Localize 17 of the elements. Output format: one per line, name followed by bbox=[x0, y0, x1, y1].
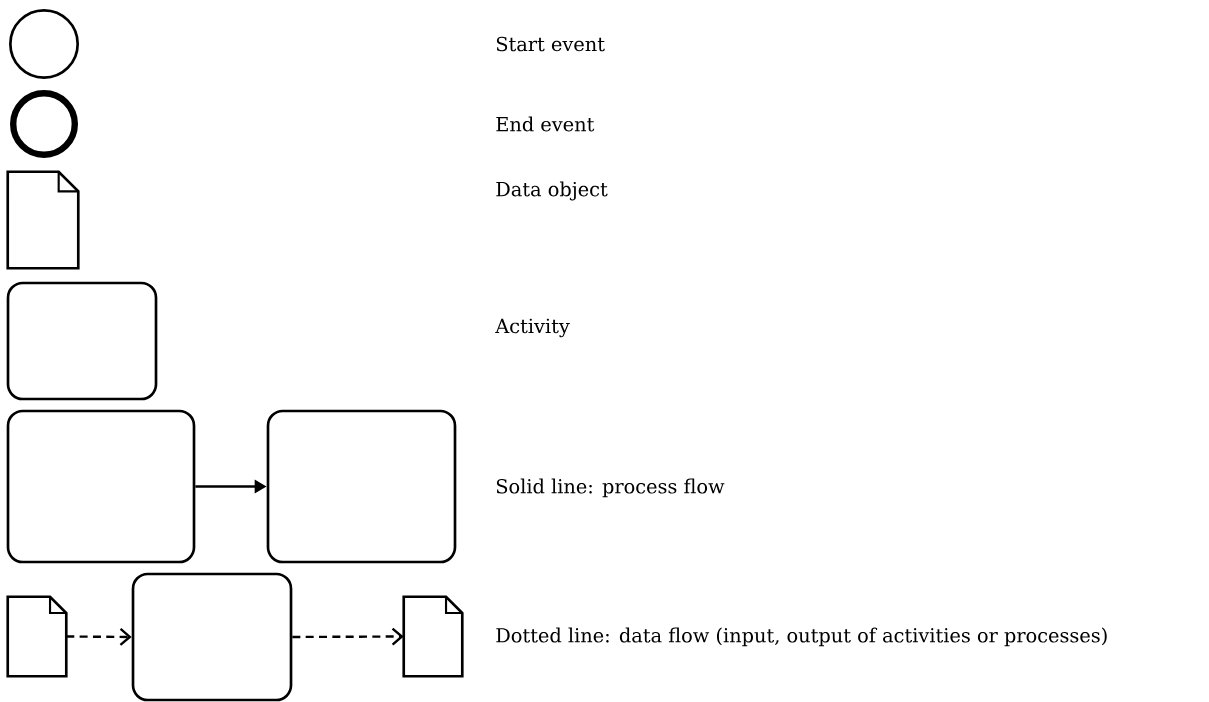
data-object-icon bbox=[402, 595, 464, 678]
start-event-circle bbox=[9, 9, 79, 79]
description-text: Start event bbox=[496, 36, 605, 52]
activity-box bbox=[131, 572, 293, 702]
arrow bbox=[66, 628, 132, 646]
arrow bbox=[292, 627, 404, 646]
activity-box bbox=[6, 409, 196, 564]
data-object-icon bbox=[6, 595, 68, 678]
description-text: Dotted line: data flow (input, output of activities or processes) bbox=[496, 627, 1107, 647]
activity-box bbox=[266, 409, 457, 564]
end-event-circle bbox=[10, 90, 78, 158]
description-text: Activity bbox=[495, 318, 570, 338]
description-text: End event bbox=[496, 116, 595, 132]
activity-box bbox=[6, 281, 158, 401]
description-text: Solid line: process flow bbox=[496, 478, 725, 498]
data-object-icon bbox=[6, 170, 80, 270]
description-text: Data object bbox=[496, 181, 608, 201]
